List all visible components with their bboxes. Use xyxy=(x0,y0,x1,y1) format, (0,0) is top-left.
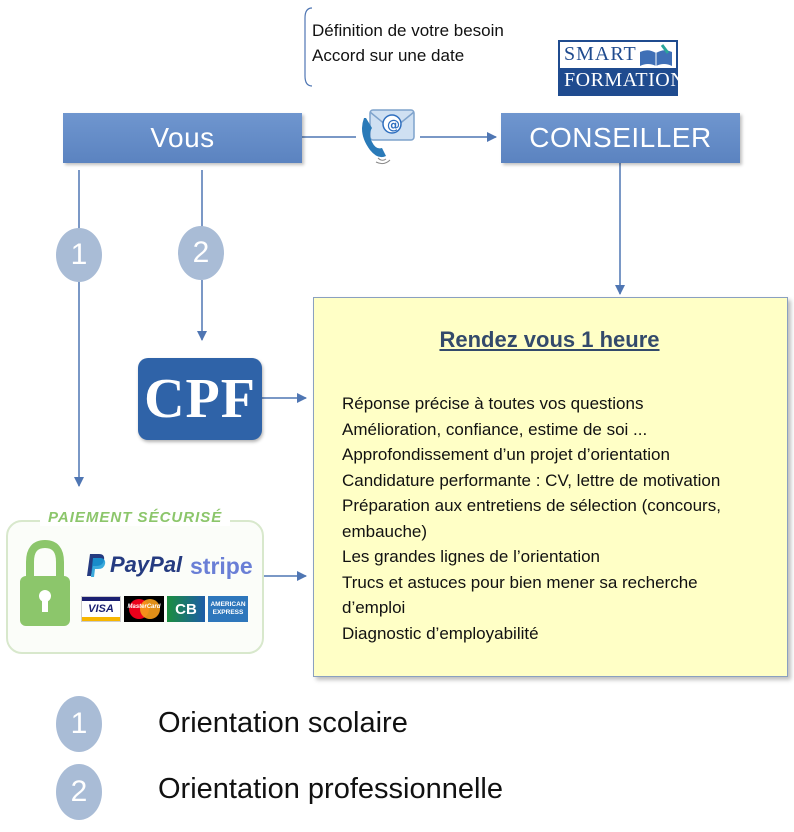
note-brace xyxy=(304,7,313,87)
list-item: Réponse précise à toutes vos questions xyxy=(342,394,644,413)
payment-header: PAIEMENT SÉCURISÉ xyxy=(40,509,231,526)
logo-line-2: FORMATION xyxy=(564,69,686,91)
conseiller-box: CONSEILLER xyxy=(501,113,740,163)
paypal-logo: PayPal xyxy=(86,552,182,578)
note-line-2: Accord sur une date xyxy=(312,46,465,65)
rendezvous-title-text: Rendez vous 1 heure xyxy=(439,327,660,352)
vous-box: Vous xyxy=(63,113,302,163)
legend-number-2: 2 xyxy=(70,775,88,808)
rendezvous-title: Rendez vous 1 heure xyxy=(313,327,786,353)
stripe-logo: stripe xyxy=(190,553,253,579)
card-cb: CB xyxy=(167,596,205,622)
step-1-number: 1 xyxy=(70,238,88,271)
list-item: Amélioration, confiance, estime de soi .… xyxy=(342,419,648,439)
legend-label-1: Orientation scolaire xyxy=(158,707,408,739)
legend-label-2: Orientation professionnelle xyxy=(158,773,503,805)
legend-number-1: 1 xyxy=(70,707,88,740)
email-phone-icon: @ xyxy=(356,104,420,166)
list-item: Candidature performante : CV, lettre de … xyxy=(342,470,721,490)
rendezvous-box xyxy=(313,297,788,677)
conseiller-label: CONSEILLER xyxy=(529,122,712,153)
book-icon xyxy=(640,44,672,66)
paypal-label: PayPal xyxy=(110,552,183,577)
list-item: Trucs et astuces pour bien mener sa rech… xyxy=(342,572,698,618)
card-amex-label: AMERICAN EXPRESS xyxy=(210,601,246,616)
svg-text:@: @ xyxy=(387,118,400,133)
card-mastercard-label: MasterCard xyxy=(127,604,161,610)
step-1-circle: 1 xyxy=(56,228,102,282)
cpf-badge: CPF xyxy=(138,358,262,440)
paypal-icon xyxy=(87,554,106,577)
smart-formation-logo: SMART FORMATION xyxy=(558,40,685,96)
list-item: Approfondissement d’un projet d’orientat… xyxy=(342,445,670,464)
step-2-circle: 2 xyxy=(178,226,224,280)
legend-circle-2: 2 xyxy=(56,764,102,820)
list-item: Diagnostic d’employabilité xyxy=(342,623,539,643)
card-visa: VISA xyxy=(81,596,121,622)
card-amex: AMERICAN EXPRESS xyxy=(208,596,248,622)
legend-circle-1: 1 xyxy=(56,696,102,752)
cpf-label: CPF xyxy=(144,368,256,430)
card-mastercard: MasterCard xyxy=(124,596,164,622)
rendezvous-list: Réponse précise à toutes vos questions A… xyxy=(342,391,762,646)
note-line-1: Définition de votre besoin xyxy=(312,21,504,40)
list-item: Préparation aux entretiens de sélection … xyxy=(342,496,721,541)
card-visa-label: VISA xyxy=(88,603,114,615)
step-2-number: 2 xyxy=(192,236,210,269)
list-item: Les grandes lignes de l’orientation xyxy=(342,547,601,566)
note: Définition de votre besoin Accord sur un… xyxy=(312,18,504,68)
lock-icon xyxy=(18,538,72,628)
card-cb-label: CB xyxy=(175,600,197,618)
vous-label: Vous xyxy=(150,122,215,153)
logo-line-1: SMART xyxy=(564,43,637,65)
